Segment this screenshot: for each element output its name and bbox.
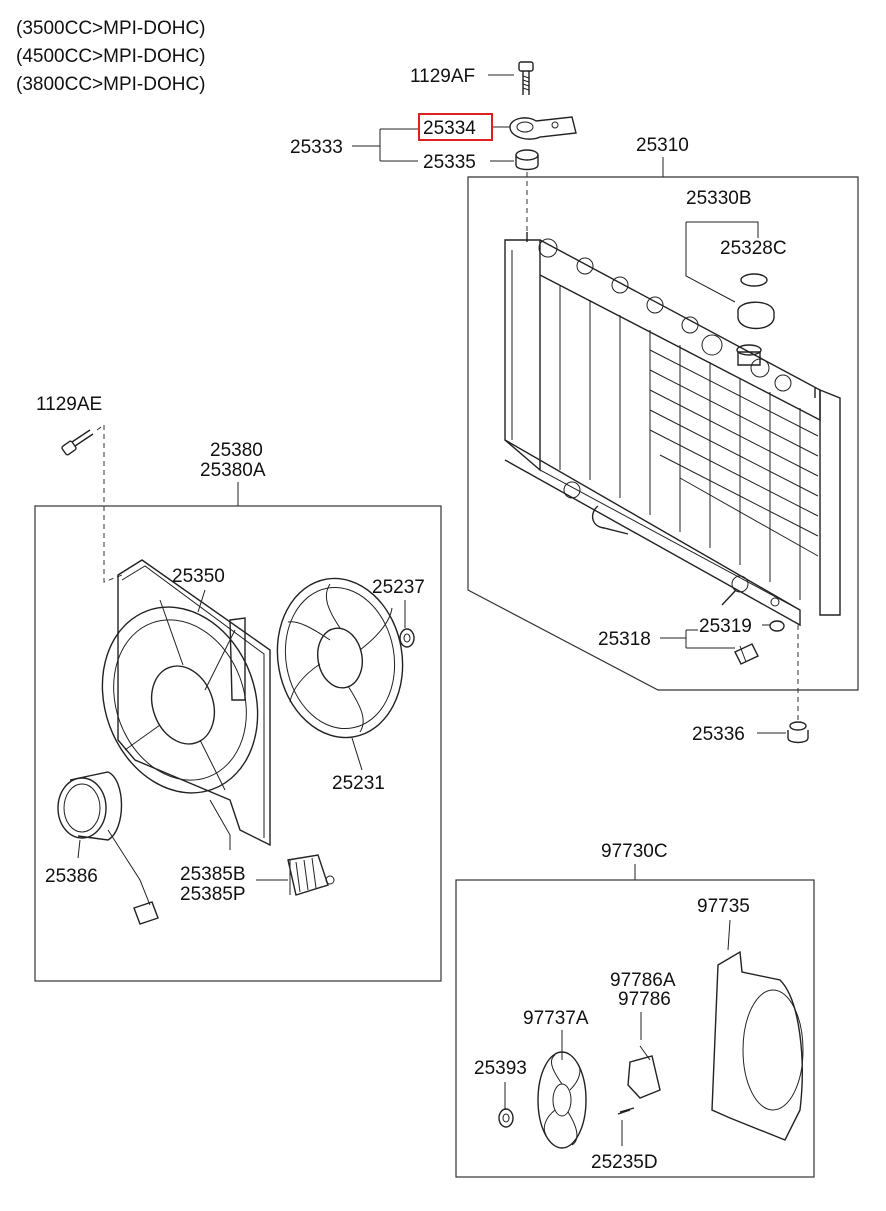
label-25350[interactable]: 25350 <box>172 566 225 587</box>
fan-motor-icon <box>57 771 159 925</box>
grommet-25335-icon <box>515 149 539 171</box>
engine-variant-3: (3800CC>MPI-DOHC) <box>16 74 206 95</box>
label-1129AF[interactable]: 1129AF <box>410 66 475 87</box>
label-25235D[interactable]: 25235D <box>591 1152 658 1173</box>
label-25231[interactable]: 25231 <box>332 773 385 794</box>
engine-variant-list: (3500CC>MPI-DOHC) (4500CC>MPI-DOHC) (380… <box>16 18 206 95</box>
bolt-1129AE-icon <box>61 429 94 456</box>
label-25385P[interactable]: 25385P <box>180 884 246 905</box>
label-25386[interactable]: 25386 <box>45 866 98 887</box>
drain-plug-icon <box>734 620 785 665</box>
label-25318[interactable]: 25318 <box>598 629 651 650</box>
condenser-fan-blade-icon <box>537 1051 587 1149</box>
label-25333[interactable]: 25333 <box>290 137 343 158</box>
engine-variant-2: (4500CC>MPI-DOHC) <box>16 46 206 67</box>
fan-blade-icon <box>276 577 404 739</box>
label-97786[interactable]: 97786 <box>618 989 671 1010</box>
resistor-icon <box>287 854 335 896</box>
label-25328C[interactable]: 25328C <box>720 238 787 259</box>
nut-25237-icon <box>399 628 415 648</box>
label-97730C[interactable]: 97730C <box>601 841 668 862</box>
nut-25393-icon <box>498 1108 514 1128</box>
bracket-25334-icon <box>509 116 577 140</box>
condenser-fan-box <box>455 879 815 1178</box>
label-25237[interactable]: 25237 <box>372 577 425 598</box>
bolt-1129AF-icon <box>518 61 534 95</box>
label-25310[interactable]: 25310 <box>636 135 689 156</box>
engine-variant-1: (3500CC>MPI-DOHC) <box>16 18 206 39</box>
condenser-shroud-icon <box>711 950 804 1141</box>
label-25385B[interactable]: 25385B <box>180 864 246 885</box>
condenser-fan-section: 97730C 97735 97786A 97786 97737A 25393 <box>455 841 815 1178</box>
screw-25235D-icon <box>617 1107 635 1115</box>
radiator-core-icon <box>504 232 841 627</box>
label-25336[interactable]: 25336 <box>692 724 745 745</box>
label-25393[interactable]: 25393 <box>474 1058 527 1079</box>
radiator-cap-icon <box>737 273 775 330</box>
radiator-box <box>467 176 859 691</box>
label-97786A[interactable]: 97786A <box>610 970 676 991</box>
label-97735[interactable]: 97735 <box>697 896 750 917</box>
top-bracket-group: 1129AF 25334 25333 25335 <box>290 61 577 232</box>
label-25319[interactable]: 25319 <box>699 616 752 637</box>
label-97737A[interactable]: 97737A <box>523 1008 589 1029</box>
fan-shroud-section: 1129AE 25380 25380A 25350 <box>34 394 442 982</box>
mount-25336-icon <box>787 721 809 744</box>
label-25380A[interactable]: 25380A <box>200 460 266 481</box>
label-25335[interactable]: 25335 <box>423 152 476 173</box>
highlight-box-25334 <box>418 113 493 141</box>
fan-shroud-icon <box>101 559 271 850</box>
label-25334[interactable]: 25334 <box>423 118 476 139</box>
radiator-section: 25310 <box>467 135 859 745</box>
condenser-motor-icon <box>627 1045 661 1099</box>
label-25380[interactable]: 25380 <box>210 440 263 461</box>
fan-shroud-box <box>34 505 442 982</box>
label-1129AE[interactable]: 1129AE <box>36 394 102 415</box>
label-25330B[interactable]: 25330B <box>686 188 752 209</box>
